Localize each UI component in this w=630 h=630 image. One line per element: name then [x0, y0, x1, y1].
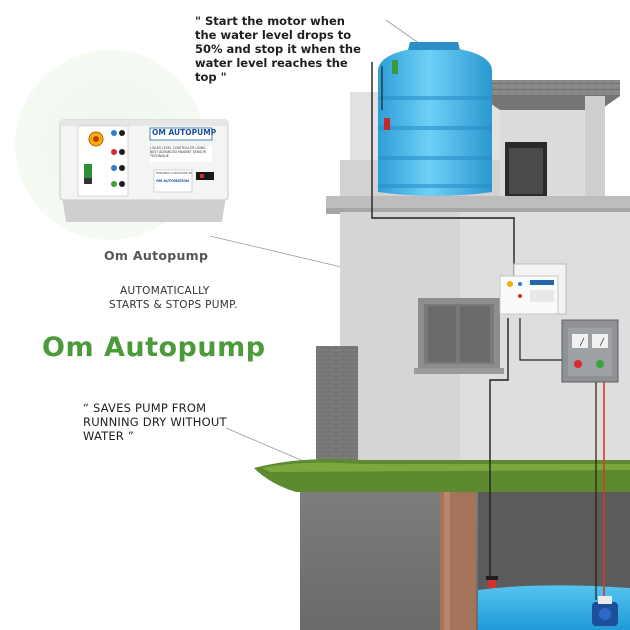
device-maker-line: DESIGNED & PRODUCED BY — [156, 172, 193, 175]
sensor-wire-tank — [371, 62, 515, 300]
dry-run-caption: “ SAVES PUMP FROM RUNNING DRY WITHOUT WA… — [83, 401, 227, 443]
tagline-line-2: STARTS & STOPS PUMP. — [109, 299, 238, 311]
controller-device-small — [499, 263, 567, 315]
water-tank — [378, 42, 492, 196]
device-maker-name: OM AUTOMATION — [156, 179, 189, 183]
sensor-wire-well — [489, 318, 509, 576]
brick-wall — [316, 346, 358, 464]
water-level-sensor — [488, 578, 496, 588]
motor-starter-panel — [561, 319, 619, 383]
tagline-line-1: AUTOMATICALLY — [120, 285, 210, 297]
submersible-pump — [592, 596, 618, 626]
device-panel-title: OM AUTOPUMP — [152, 128, 217, 137]
device-panel-subtitle: LIQUID LEVEL CONTROLLER USING BEST ADVAN… — [150, 146, 206, 158]
tank-rule-caption: " Start the motor when the water level d… — [195, 14, 361, 84]
controller-device-large — [59, 119, 229, 222]
product-label: Om Autopump — [104, 248, 209, 263]
leader-line-tank — [385, 19, 421, 45]
brand-title: Om Autopump — [42, 332, 266, 363]
